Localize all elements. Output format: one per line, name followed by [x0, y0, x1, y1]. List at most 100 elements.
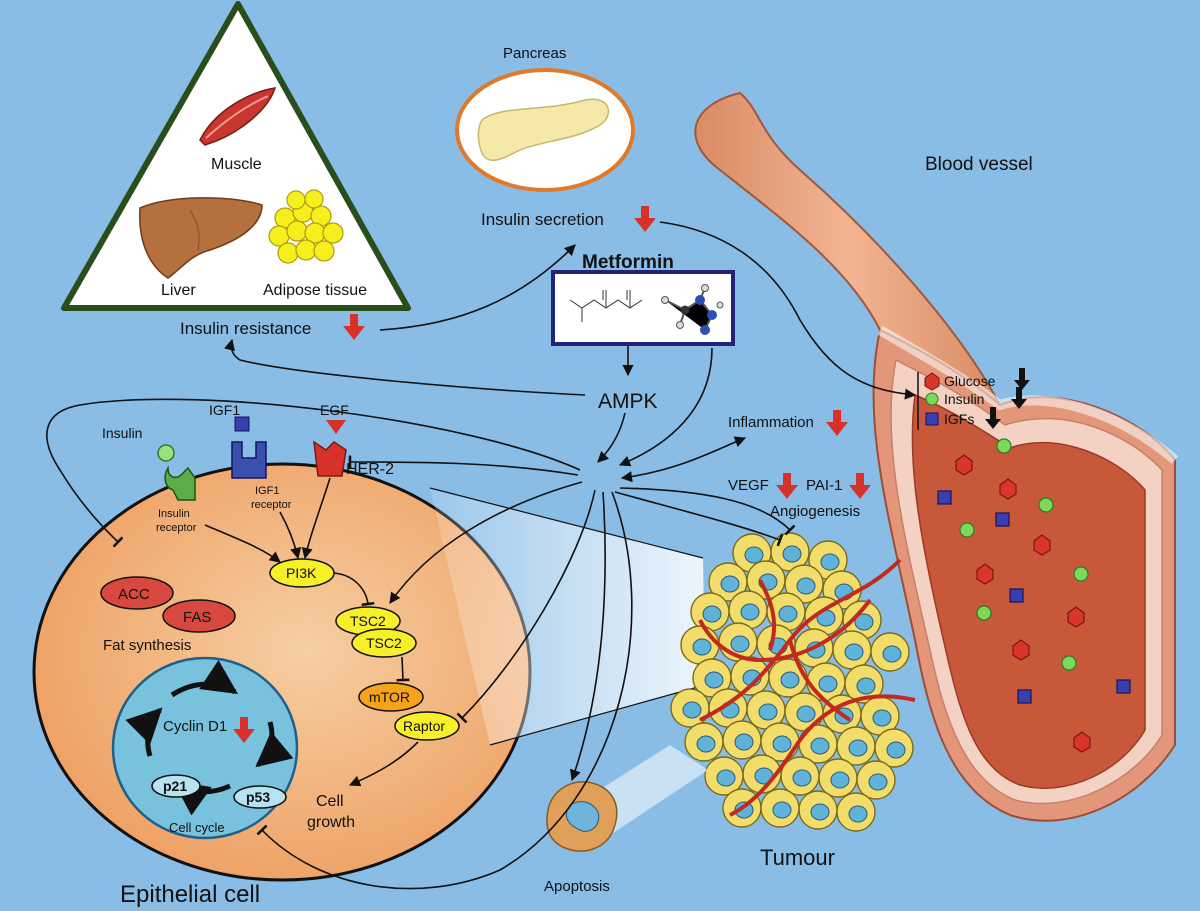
metformin-title: Metformin — [582, 252, 674, 273]
igf-square — [995, 512, 1010, 527]
tumour-blood-vessel — [758, 579, 777, 651]
adipose-label: Adipose tissue — [263, 282, 367, 299]
tumour-label: Tumour — [760, 845, 835, 870]
tumour-cell-nucleus — [810, 737, 830, 755]
fat-synthesis-label: Fat synthesis — [103, 637, 191, 654]
tumour-cell-nucleus — [830, 771, 850, 789]
tumour-cell-nucleus — [720, 575, 740, 593]
ball-stick-model — [661, 284, 724, 335]
organ-triangle: Muscle Liver Adipose tissue — [61, 1, 411, 311]
tumour-cell-nucleus — [882, 645, 902, 663]
nucleus: Cyclin D1 p21 p53 Cell cycle — [111, 656, 299, 840]
insulin-dot — [976, 605, 992, 621]
igf-square — [1009, 588, 1024, 603]
insulin-label: Insulin — [102, 425, 142, 441]
glucose-hexagon — [955, 454, 973, 476]
igf1-receptor-label-2: receptor — [251, 499, 292, 511]
tumour-cell-nucleus — [854, 613, 874, 631]
apoptotic-cell-icon — [546, 781, 618, 852]
tumour-blood-vessel — [699, 558, 902, 722]
down-arrow-icon — [1014, 368, 1030, 390]
pai1-label: PAI-1 — [806, 477, 842, 494]
tumour-cell-nucleus — [692, 638, 712, 656]
cyclin-label: Cyclin D1 — [163, 718, 227, 735]
tumour-cell-nucleus — [702, 605, 722, 623]
tsc2-node-b: TSC2 — [351, 628, 417, 658]
tumour-blood-vessel — [788, 639, 852, 722]
acc-node: ACC — [100, 576, 174, 610]
metformin-structure-box — [551, 270, 735, 346]
glucose-hexagon — [1073, 731, 1091, 753]
tumour-cell-nucleus — [886, 741, 906, 759]
down-arrow-icon — [985, 407, 1001, 429]
tumour-cell-nucleus — [780, 671, 800, 689]
p53-label: p53 — [246, 789, 270, 805]
zoom-beam — [430, 488, 705, 745]
her2-label: HER-2 — [346, 461, 394, 478]
igf-square — [937, 490, 952, 505]
glucose-hexagon — [1033, 534, 1051, 556]
adipose-icon — [268, 189, 344, 264]
tumour-blood-vessel — [698, 598, 872, 663]
tumour-cell-nucleus — [682, 701, 702, 719]
mtor-node: mTOR — [358, 682, 424, 712]
mtor-label: mTOR — [369, 689, 410, 705]
tumour-cell-nucleus — [778, 605, 798, 623]
vegf-label: VEGF — [728, 477, 769, 494]
legend-glucose: Glucose — [944, 373, 996, 389]
tumour-cell-nucleus — [772, 735, 792, 753]
cell-growth-label-2: growth — [307, 814, 355, 831]
tumour-cell-nucleus — [782, 545, 802, 563]
insulin-receptor-label-2: receptor — [156, 522, 197, 534]
tumour-cell-nucleus — [868, 773, 888, 791]
down-arrow-icon — [233, 717, 255, 743]
glucose-hexagon — [976, 563, 994, 585]
tumour-cell-nucleus — [810, 803, 830, 821]
insulin-ligand-icon — [157, 444, 175, 462]
down-arrow-icon — [826, 410, 848, 436]
down-arrow-icon — [1011, 387, 1027, 409]
igf-legend-icon — [925, 412, 939, 426]
liver-label: Liver — [161, 282, 196, 299]
glucose-hexagon — [1067, 606, 1085, 628]
muscle-icon — [199, 87, 277, 146]
down-arrow-icon — [343, 314, 365, 340]
glucose-hexagon — [999, 478, 1017, 500]
epithelial-cell-title: Epithelial cell — [120, 881, 260, 908]
insulin-secretion-label: Insulin secretion — [481, 210, 604, 229]
insulin-dot — [959, 522, 975, 538]
cell-cycle-label: Cell cycle — [169, 820, 225, 835]
tumour-cell-nucleus — [740, 603, 760, 621]
liver-icon — [139, 197, 263, 279]
igf1-receptor-icon — [231, 441, 267, 479]
legend-igfs: IGFs — [944, 411, 974, 427]
her2-receptor-icon — [313, 440, 347, 477]
down-arrow-icon — [849, 473, 871, 499]
acc-label: ACC — [118, 586, 150, 603]
vessel-title: Blood vessel — [925, 154, 1033, 175]
pi3k-label: PI3K — [286, 565, 317, 581]
tumour-cell-nucleus — [796, 705, 816, 723]
tumour-cell-nucleus — [872, 709, 892, 727]
igf-square — [1116, 679, 1131, 694]
raptor-node: Raptor — [394, 711, 460, 741]
igf1-ligand-icon — [234, 416, 250, 432]
insulin-dot — [1061, 655, 1077, 671]
glucose-hexagon — [1012, 639, 1030, 661]
pancreas-icon — [455, 68, 635, 192]
down-arrow-icon — [776, 473, 798, 499]
tumour-cell-nucleus — [744, 546, 764, 564]
egf-label: EGF — [320, 402, 349, 418]
tumour-cell-nucleus — [856, 677, 876, 695]
tumour-cell-nucleus — [734, 733, 754, 751]
tumour-cell-nucleus — [820, 553, 840, 571]
tumour-blood-vessel — [729, 694, 916, 817]
raptor-label: Raptor — [403, 718, 445, 734]
skeletal-formula — [569, 290, 643, 322]
p21-label: p21 — [163, 778, 187, 794]
insulin-resistance-label: Insulin resistance — [180, 319, 311, 338]
insulin-receptor-icon — [164, 465, 196, 501]
tumour-cell-nucleus — [848, 739, 868, 757]
